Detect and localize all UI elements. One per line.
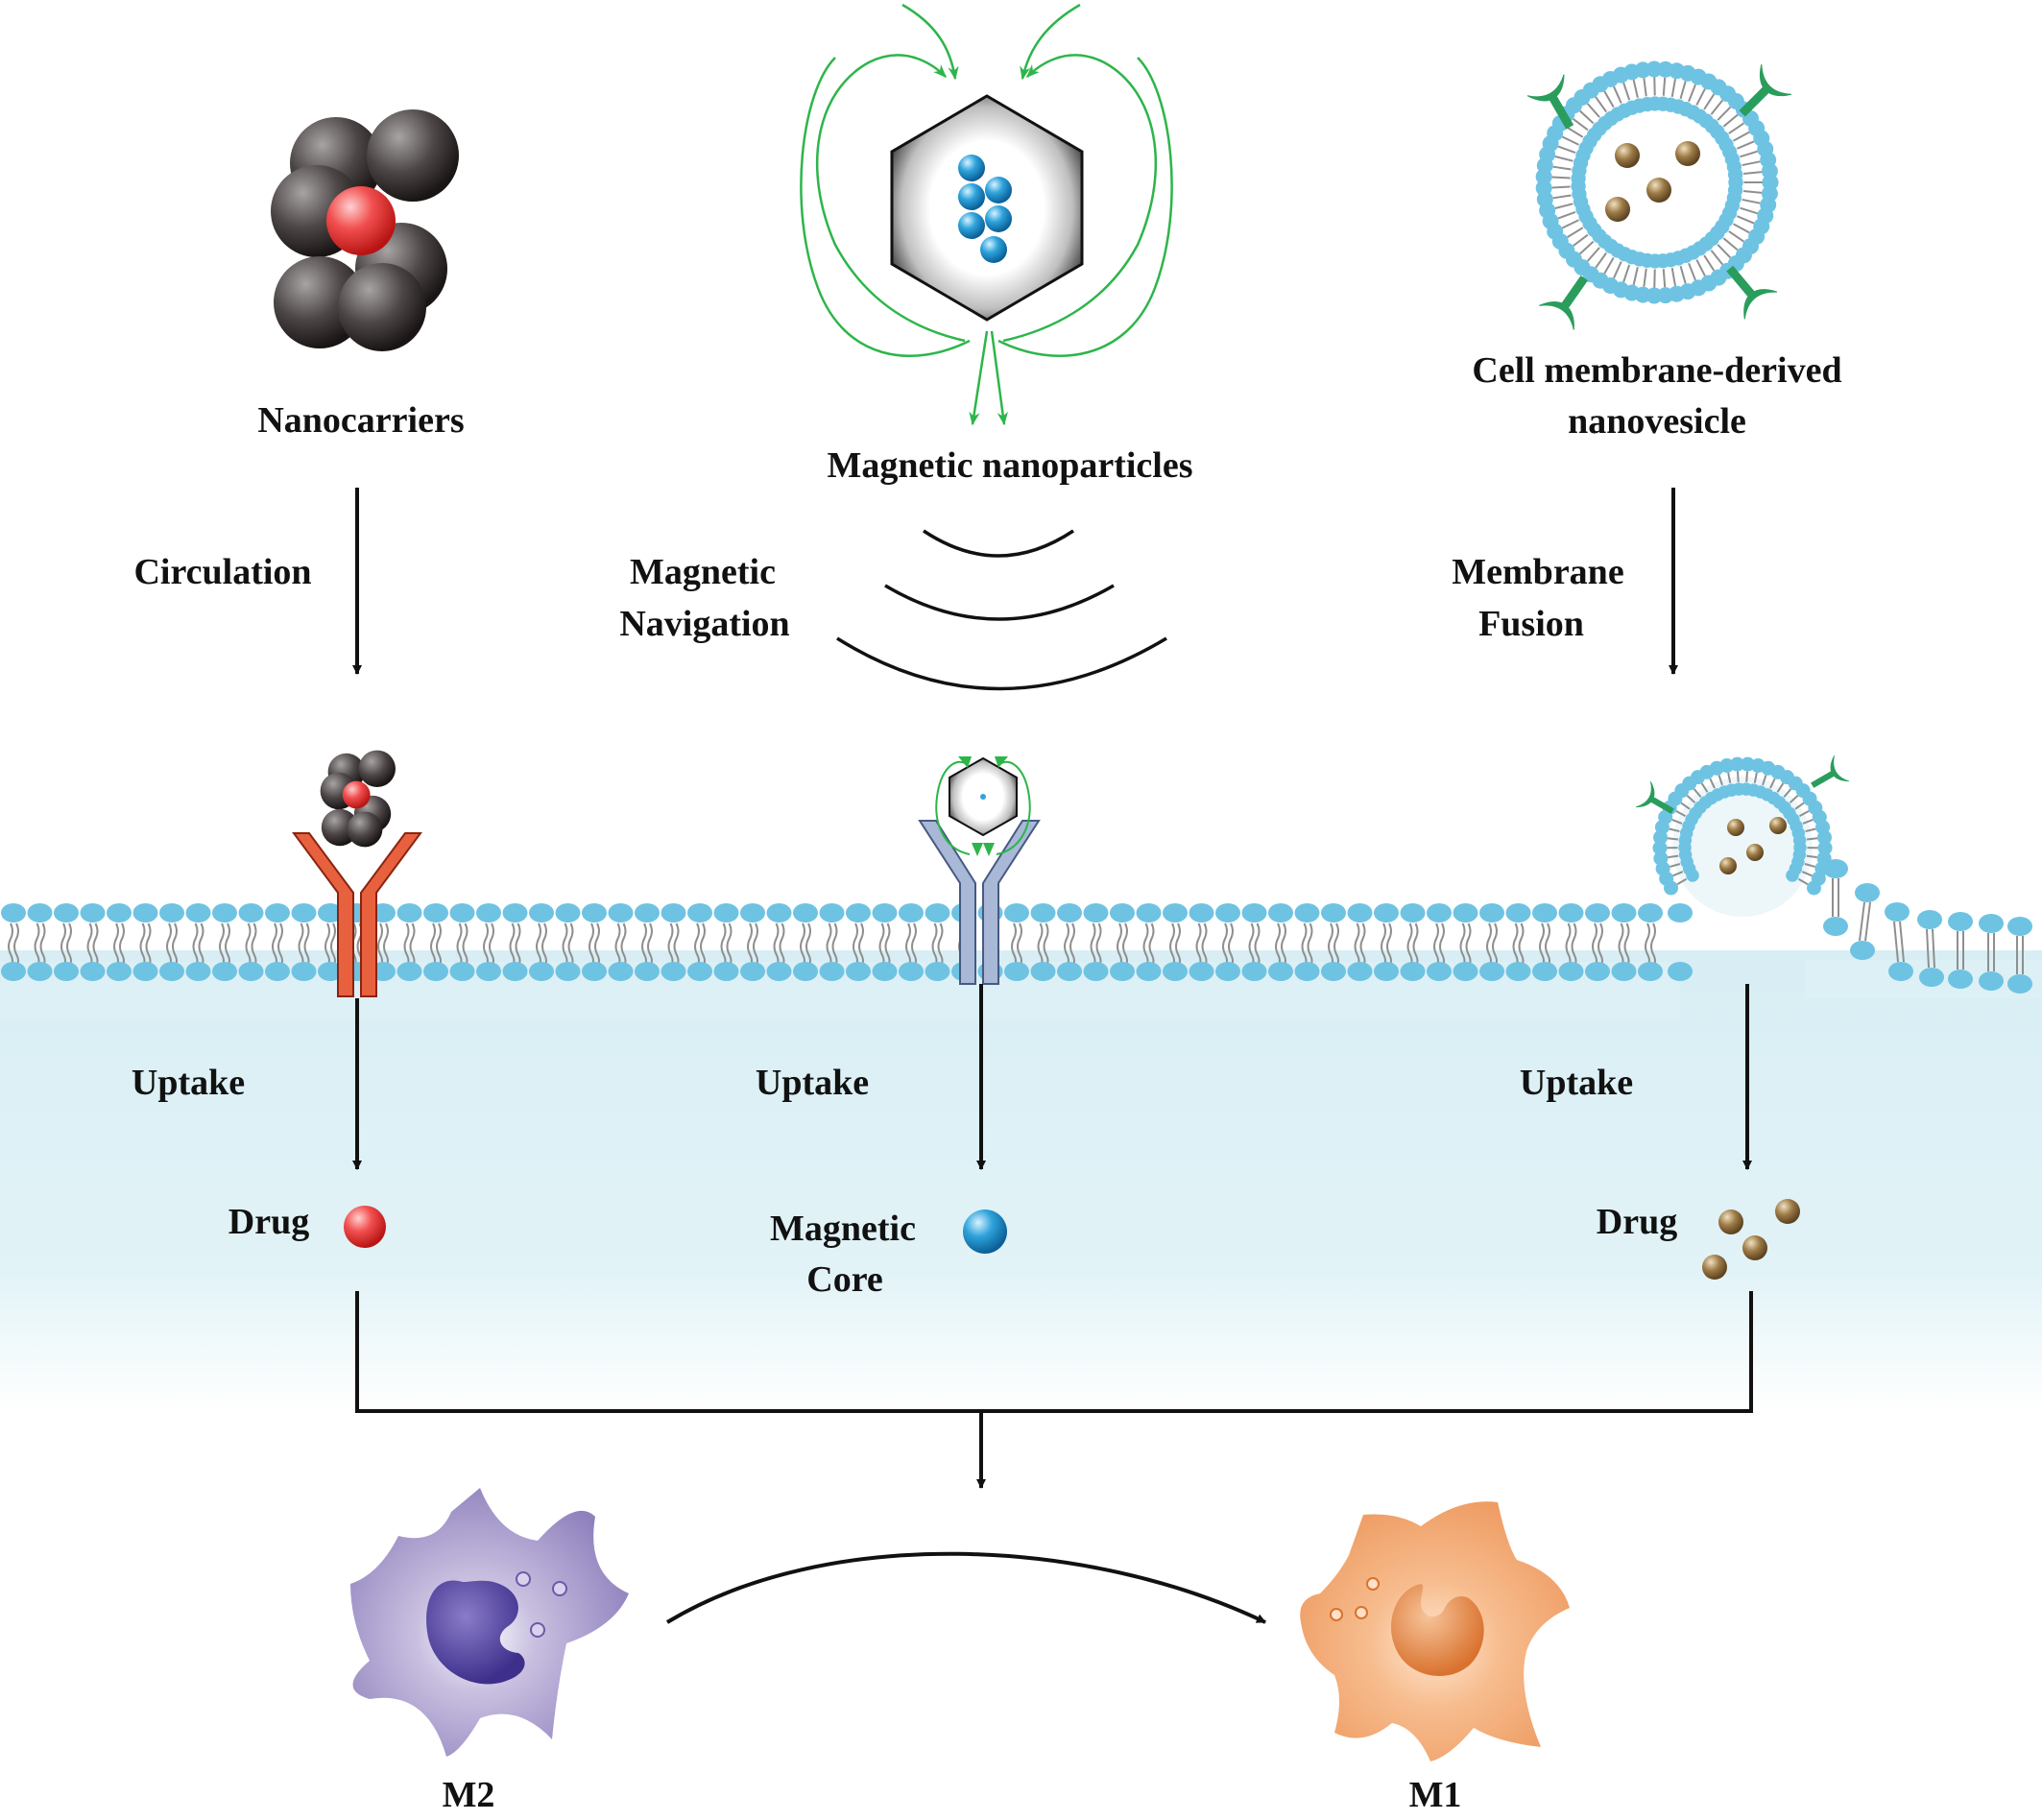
m2-macrophage (350, 1488, 629, 1757)
drug-sphere (326, 186, 396, 255)
merge-connector (355, 1291, 1753, 1413)
magnetic-core-particle (963, 1209, 1007, 1254)
vesicle-title-1: Cell membrane-derived (1472, 350, 1841, 391)
cytoplasm (0, 950, 2042, 1411)
magnetic-navigation-label-2: Navigation (619, 604, 789, 644)
membrane-fusion-label-2: Fusion (1478, 604, 1584, 644)
drug-particles-brown (1702, 1199, 1800, 1280)
magnetic-nanoparticles-title: Magnetic nanoparticles (827, 445, 1192, 486)
ligand-antennae (1526, 63, 1792, 330)
cell-membrane (0, 859, 2042, 1019)
magnetic-navigation-label-1: Magnetic (630, 552, 776, 592)
uptake-label-right: Uptake (1520, 1063, 1633, 1103)
labels: Nanocarriers Circulation Uptake Drug Mag… (132, 350, 1842, 1815)
drug-particle-red (344, 1206, 386, 1248)
m1-macrophage (1300, 1501, 1570, 1761)
bound-magnetic-nanoparticle (935, 756, 1031, 856)
flow-arrows (352, 488, 1753, 1624)
nanocarrier-cluster (271, 109, 459, 351)
drug-label-right: Drug (1597, 1202, 1677, 1242)
m2-to-m1-arrow (665, 1551, 1266, 1624)
receptor-red (292, 832, 422, 997)
nanovesicle (1526, 60, 1792, 330)
magnetic-core-label-2: Core (806, 1259, 883, 1300)
bound-nanocarrier (320, 750, 396, 848)
hexagonal-shell (890, 94, 1084, 322)
magnetic-navigation-waves (836, 529, 1167, 691)
fusing-vesicle (1635, 754, 1850, 917)
nanocarriers-title: Nanocarriers (257, 400, 464, 441)
m1-label: M1 (1409, 1775, 1462, 1815)
vesicle-title-2: nanovesicle (1568, 401, 1746, 442)
uptake-label-left: Uptake (132, 1063, 245, 1103)
m2-label: M2 (443, 1775, 495, 1815)
magnetic-core-cluster (958, 155, 1012, 263)
drug-label-left: Drug (228, 1202, 309, 1242)
magnetic-field-lines (800, 3, 1173, 426)
magnetic-core-label-1: Magnetic (770, 1209, 916, 1249)
membrane-fusion-label-1: Membrane (1452, 552, 1623, 592)
circulation-label: Circulation (133, 552, 311, 592)
magnetic-nanoparticle (800, 3, 1173, 426)
uptake-label-center: Uptake (756, 1063, 869, 1103)
